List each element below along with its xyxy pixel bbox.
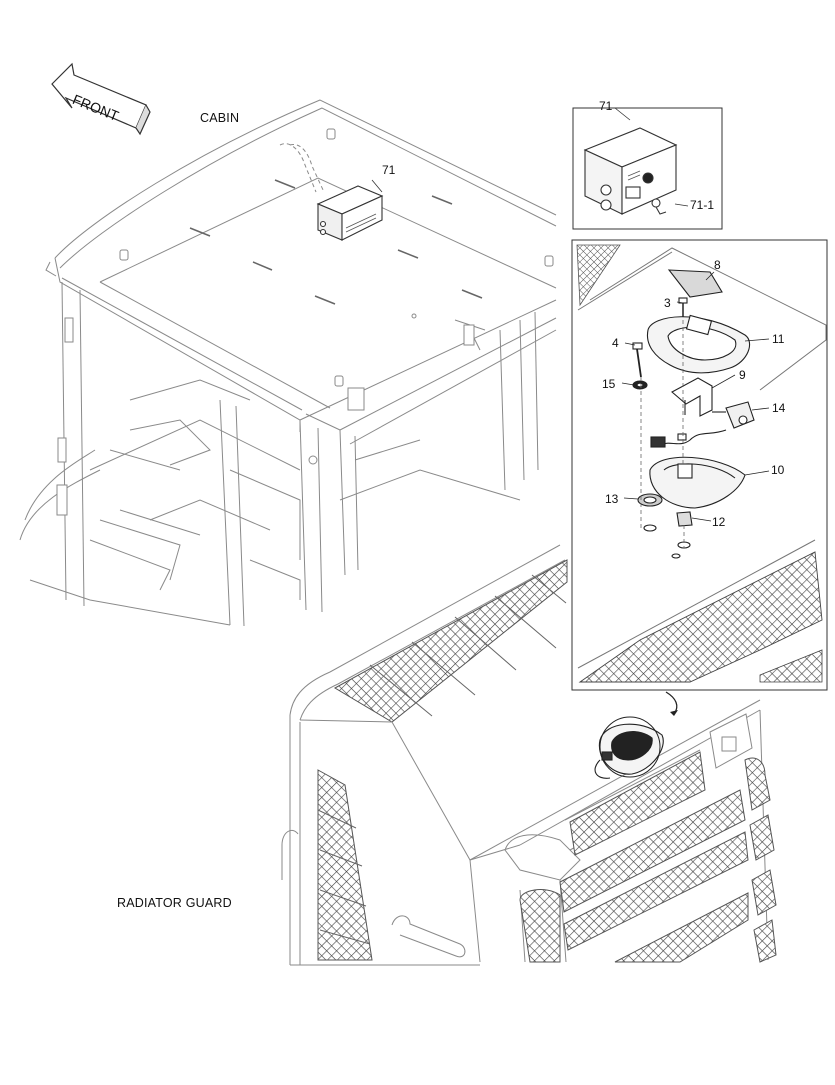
- callout-71-inset: 71: [599, 99, 613, 113]
- callout-4: 4: [612, 336, 619, 350]
- callout-14: 14: [772, 401, 786, 415]
- callout-leaders: [621, 271, 770, 522]
- callout-12: 12: [712, 515, 726, 529]
- callout-13: 13: [605, 492, 619, 506]
- cabin-label: CABIN: [200, 111, 240, 125]
- callout-8: 8: [714, 258, 721, 272]
- callout-15: 15: [602, 377, 616, 391]
- callout-9: 9: [739, 368, 746, 382]
- assembled-lamp: [594, 716, 664, 779]
- callout-11: 11: [772, 332, 785, 346]
- radiator-guard-drawing: [281, 544, 777, 966]
- callout-10: 10: [771, 463, 785, 477]
- callout-71-1: 71-1: [690, 198, 715, 212]
- front-arrow: [51, 62, 151, 136]
- callout-3: 3: [664, 296, 671, 310]
- part-71-module: [316, 185, 384, 241]
- callout-71-cabin: 71: [382, 163, 396, 177]
- inset-lamp-background: [576, 244, 827, 683]
- detail-arrow: [665, 691, 678, 715]
- cabin-drawing: [19, 99, 557, 627]
- radiator-guard-label: RADIATOR GUARD: [117, 896, 232, 910]
- inset-71-module: [583, 127, 678, 215]
